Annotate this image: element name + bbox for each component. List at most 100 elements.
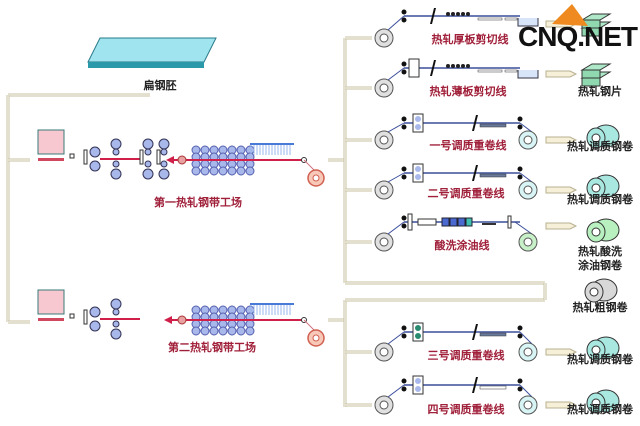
- strip-path: [387, 384, 405, 398]
- steel-coil-icon: [584, 278, 618, 303]
- recoiler-icon-core: [523, 135, 533, 145]
- coil-eye: [591, 183, 601, 193]
- pinch-roll: [517, 116, 523, 122]
- pinch-roll: [517, 325, 523, 331]
- mill-stand-roll: [112, 160, 120, 168]
- arrow-icon: [545, 136, 578, 144]
- steel-coil-icon: [586, 389, 620, 414]
- strip-path: [519, 172, 533, 183]
- mill-1-label: 第一热轧钢带工场: [154, 196, 242, 209]
- slab-icon: [87, 37, 217, 63]
- coil-eye: [591, 133, 601, 143]
- runout-roll: [191, 166, 201, 176]
- line-3-label: 一号调质重卷线: [429, 139, 507, 152]
- line-2-label: 热轧薄板剪切线: [429, 85, 507, 98]
- mill-stand-roll: [110, 328, 122, 340]
- edger-icon: [83, 149, 88, 165]
- roughing-roll: [89, 160, 101, 172]
- pickling-tank-icon: [449, 217, 458, 227]
- shear-icon: [472, 115, 478, 131]
- strip-path: [514, 221, 533, 235]
- runout-roll: [218, 326, 228, 336]
- mill-stand-roll: [160, 160, 168, 168]
- mill-stand-roll: [112, 308, 120, 316]
- mill-stand-roll: [144, 160, 152, 168]
- coil-eye: [591, 398, 601, 408]
- pinch-roll: [401, 166, 407, 172]
- edger-icon: [83, 309, 88, 325]
- leveler-roll: [466, 12, 470, 16]
- furnace-strip: [38, 158, 64, 161]
- work-roll: [415, 174, 421, 180]
- pinch-roll: [517, 174, 523, 180]
- pinch-roll: [401, 378, 407, 384]
- pinch-roll: [401, 17, 407, 23]
- cut-plate: [477, 17, 503, 21]
- arrow-icon: [545, 70, 578, 78]
- temper-mill-icon: [412, 375, 424, 395]
- coil-eye: [591, 227, 601, 237]
- work-roll: [415, 124, 421, 130]
- runout-roll: [245, 326, 255, 336]
- cut-plate: [504, 69, 518, 73]
- product-label-pickled-1: 热轧酸洗: [578, 245, 622, 258]
- sheet: [580, 13, 612, 21]
- steel-coil-icon: [586, 174, 620, 199]
- flow-direction-arrow-icon: [164, 316, 172, 324]
- leveler-roll: [451, 12, 455, 16]
- strip-path: [519, 122, 533, 133]
- steel-coil-icon: [586, 218, 620, 243]
- piler-icon: [517, 70, 539, 79]
- descaler-icon: [69, 153, 75, 159]
- strip-path: [387, 122, 405, 133]
- pinch-roll: [401, 69, 407, 75]
- runout-roll: [200, 326, 210, 336]
- product-label-temper-1: 热轧调质钢卷: [567, 140, 633, 153]
- scale-breaker-icon: [417, 218, 437, 226]
- steel-sheet-stack-icon: [580, 63, 612, 87]
- coil-eye: [589, 287, 599, 297]
- furnace-strip: [38, 318, 64, 321]
- recoiler-icon-core: [523, 347, 533, 357]
- product-label-raw-coil: 热轧粗钢卷: [572, 301, 628, 314]
- pinch-roll: [517, 333, 523, 339]
- product-label-pickled-2: 涂油钢卷: [578, 259, 622, 272]
- shear-icon: [472, 324, 478, 340]
- recoiler-icon-core: [523, 400, 533, 410]
- cooling-header: [250, 143, 294, 145]
- shear-icon: [472, 377, 478, 393]
- line-5-label: 酸洗涂油线: [434, 239, 490, 252]
- leveler-roll: [456, 64, 460, 68]
- hot-coil-core: [312, 334, 320, 342]
- pinch-roll: [401, 223, 407, 229]
- line-1-label: 热轧厚板剪切线: [431, 33, 509, 46]
- shear-icon: [430, 60, 436, 76]
- mill-2-label: 第二热轧钢带工场: [168, 341, 256, 354]
- leveler-icon: [408, 58, 420, 78]
- rinse-tank-icon: [465, 217, 473, 227]
- pinch-roll: [401, 124, 407, 130]
- line-4-label: 二号调质重卷线: [427, 187, 505, 200]
- reheat-furnace-icon: [37, 129, 65, 155]
- mill-stand-roll: [158, 168, 170, 180]
- roughing-roll: [89, 306, 101, 318]
- reheat-furnace-icon: [37, 289, 65, 315]
- pinch-roll: [517, 124, 523, 130]
- steel-coil-icon: [586, 124, 620, 149]
- strip-path: [387, 172, 405, 183]
- runout-roll: [218, 166, 228, 176]
- runout-roll: [200, 166, 210, 176]
- slab-edge: [88, 62, 204, 68]
- cut-plate: [477, 69, 503, 73]
- mill-stand-roll: [142, 138, 154, 150]
- pinch-roll: [401, 116, 407, 122]
- strip-path: [387, 221, 405, 235]
- leveler-roll: [461, 12, 465, 16]
- leveler-roll: [451, 64, 455, 68]
- work-roll: [415, 116, 421, 122]
- runout-roll: [227, 166, 237, 176]
- mill-stand-roll: [112, 148, 120, 156]
- leveler-roll: [456, 12, 460, 16]
- mill-stand-roll: [112, 320, 120, 328]
